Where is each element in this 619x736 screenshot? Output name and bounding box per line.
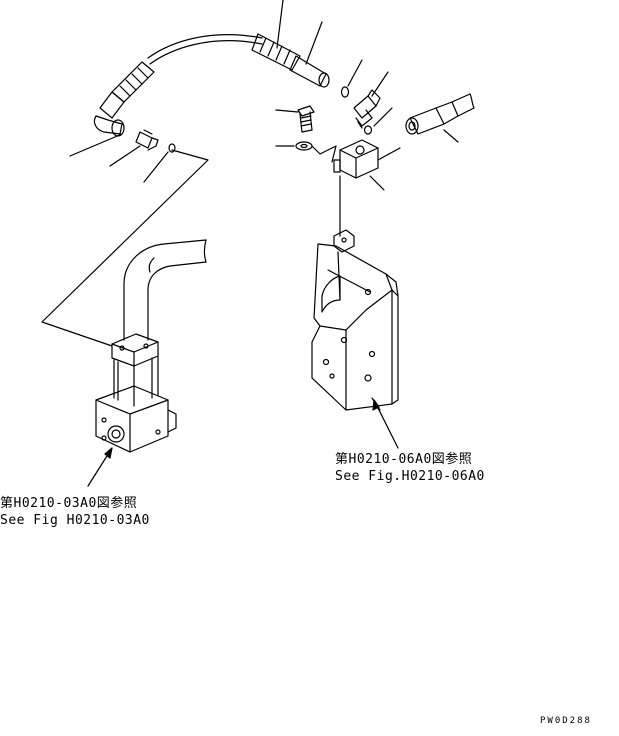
reference-right-jp: 第H0210-06A0図参照 [335, 452, 473, 467]
oring [363, 125, 373, 135]
hose-assembly [93, 0, 330, 137]
oring [168, 143, 176, 153]
bolt [297, 105, 315, 133]
reference-arrow-right [372, 399, 399, 449]
oring [340, 86, 350, 98]
reference-label-right: 第H0210-06A0図参照 See Fig.H0210-06A0 [335, 451, 485, 485]
switch-block [333, 139, 401, 237]
leader-line [305, 21, 323, 65]
washer [295, 141, 313, 151]
adapter-fitting [135, 129, 159, 151]
fittings-left [41, 129, 209, 347]
bolt-and-washer [275, 105, 337, 163]
sensor-connector [405, 93, 475, 143]
hose-fitting-left [93, 61, 155, 137]
leader-line [276, 0, 284, 49]
valve-assembly [95, 239, 207, 453]
leader-line [41, 149, 209, 347]
elbow-fitting [353, 89, 381, 129]
reference-left-jp: 第H0210-03A0図参照 [0, 496, 138, 511]
reference-label-left: 第H0210-03A0図参照 See Fig H0210-03A0 [0, 495, 150, 529]
reference-left-en: See Fig H0210-03A0 [0, 513, 150, 528]
drawing-code: PW0D288 [540, 716, 592, 726]
reference-arrow-left [87, 447, 113, 487]
orings-upper-right [340, 59, 393, 135]
hose-fitting-right [251, 33, 330, 88]
reference-right-en: See Fig.H0210-06A0 [335, 469, 485, 484]
mounting-bracket [311, 229, 399, 411]
